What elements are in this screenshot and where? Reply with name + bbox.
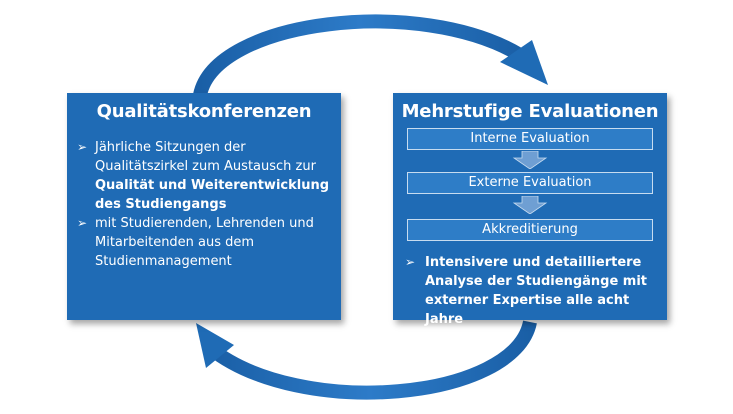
box-title: Mehrstufige Evaluationen [401,101,659,122]
step-interne-evaluation: Interne Evaluation [407,128,653,150]
bullet-item: ➢ mit Studierenden, Lehrenden und Mitarb… [75,214,337,271]
step-externe-evaluation: Externe Evaluation [407,172,653,194]
mehrstufige-evaluationen-box: Mehrstufige Evaluationen Interne Evaluat… [393,93,667,327]
bullet-list: ➢ Jährliche Sitzungen der Qualitätszirke… [75,138,337,271]
bullet-text-bold: Qualität und Weiterentwicklung des Studi… [95,178,330,212]
arrow-bullet-icon: ➢ [77,216,88,230]
bullet-text: Jährliche Sitzungen der Qualitätszirkel … [95,140,316,174]
step-akkreditierung: Akkreditierung [407,219,653,241]
down-arrow-icon [512,151,548,169]
bullet-text: mit Studierenden, Lehrenden und Mitarbei… [95,216,314,269]
bottom-cycle-arrow [196,320,537,400]
arrow-bullet-icon: ➢ [405,255,416,269]
top-cycle-arrow [193,14,548,98]
box-title: Qualitätskonferenzen [96,101,312,122]
down-arrow-icon [512,196,548,214]
qualitaetskonferenzen-box: Qualitätskonferenzen ➢ Jährliche Sitzung… [67,93,341,320]
bullet-item: ➢ Intensivere und detailliertere Analyse… [399,253,663,329]
bullet-item: ➢ Jährliche Sitzungen der Qualitätszirke… [75,138,337,214]
arrow-bullet-icon: ➢ [77,140,88,154]
bullet-text-bold: Intensivere und detailliertere Analyse d… [425,255,648,327]
